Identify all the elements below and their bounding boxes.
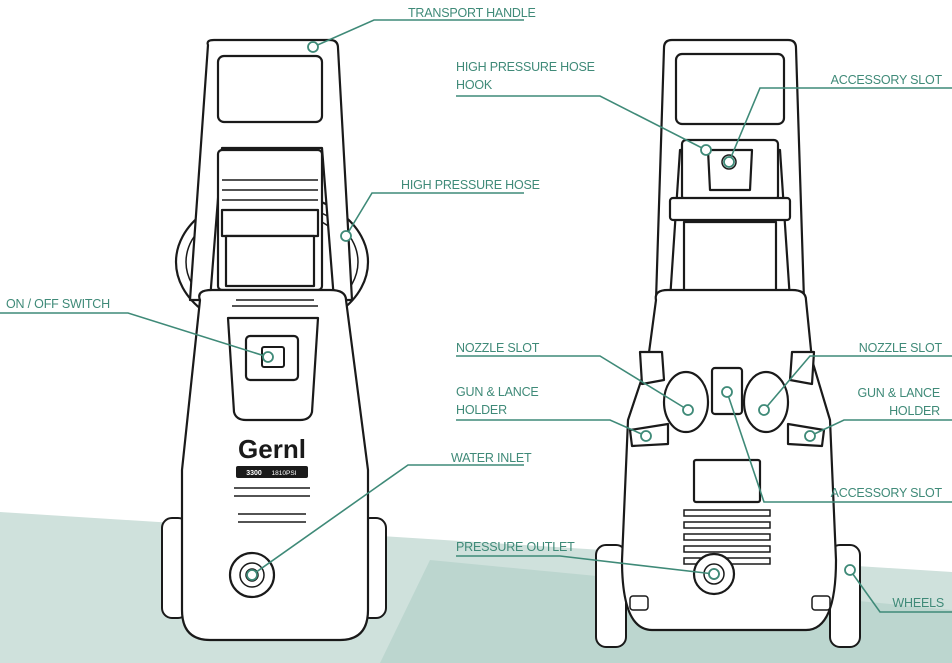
marker-accessory-slot-bottom xyxy=(721,386,733,398)
marker-pressure-outlet xyxy=(708,568,720,580)
label-gun-lance-left-line1: GUN & LANCE xyxy=(456,385,539,399)
label-hose-hook-line1: HIGH PRESSURE HOSE xyxy=(456,60,595,74)
label-gun-lance-left-line2: HOLDER xyxy=(456,403,507,417)
leader-accessory-slot-top xyxy=(728,87,952,163)
label-high-pressure-hose: HIGH PRESSURE HOSE xyxy=(401,178,540,192)
label-transport-handle: TRANSPORT HANDLE xyxy=(408,6,536,20)
label-pressure-outlet: PRESSURE OUTLET xyxy=(456,540,575,554)
marker-wheels xyxy=(844,564,856,576)
leader-accessory-slot-bottom xyxy=(726,391,952,503)
leader-water-inlet xyxy=(251,464,524,576)
marker-nozzle-slot-right xyxy=(758,404,770,416)
leader-high-pressure-hose xyxy=(345,192,524,237)
leader-transport-handle xyxy=(312,19,524,48)
marker-nozzle-slot-left xyxy=(682,404,694,416)
front-view-machine: Gernl 3300 1810PSI xyxy=(161,38,387,642)
model-number-text: 3300 xyxy=(246,470,262,477)
label-gun-lance-right-line2: HOLDER xyxy=(889,404,940,418)
pressure-rating-text: 1810PSI xyxy=(272,470,297,477)
leader-hose-hook xyxy=(456,95,707,151)
marker-transport-handle xyxy=(307,41,319,53)
marker-accessory-slot-top xyxy=(723,156,735,168)
leader-on-off-switch xyxy=(0,312,269,358)
rear-nozzle-slot-left xyxy=(662,370,710,434)
label-gun-lance-right-line1: GUN & LANCE xyxy=(857,386,940,400)
label-water-inlet: WATER INLET xyxy=(451,451,532,465)
label-on-off-switch: ON / OFF SWITCH xyxy=(6,297,110,311)
marker-on-off-switch xyxy=(262,351,274,363)
label-hose-hook-line2: HOOK xyxy=(456,78,493,92)
label-accessory-slot-bottom: ACCESSORY SLOT xyxy=(831,486,943,500)
brand-logo-text: Gernl xyxy=(238,434,306,464)
marker-high-pressure-hose xyxy=(340,230,352,242)
marker-gun-lance-left xyxy=(640,430,652,442)
leader-gun-lance-left xyxy=(456,419,647,437)
leader-pressure-outlet xyxy=(456,555,715,575)
marker-hose-hook xyxy=(700,144,712,156)
label-nozzle-slot-left: NOZZLE SLOT xyxy=(456,341,540,355)
leader-nozzle-slot-right xyxy=(763,355,952,411)
rear-nozzle-slot-right xyxy=(742,370,790,434)
leader-wheels xyxy=(849,569,952,613)
label-wheels: WHEELS xyxy=(892,596,944,610)
label-nozzle-slot-right: NOZZLE SLOT xyxy=(859,341,943,355)
rear-view-machine xyxy=(595,38,861,648)
leader-gun-lance-right xyxy=(809,419,952,437)
marker-water-inlet xyxy=(246,569,258,581)
leader-nozzle-slot-left xyxy=(456,355,689,411)
marker-gun-lance-right xyxy=(804,430,816,442)
rear-accessory-slot-plate xyxy=(706,148,754,192)
front-main-body xyxy=(180,288,370,642)
label-accessory-slot-top: ACCESSORY SLOT xyxy=(831,73,943,87)
